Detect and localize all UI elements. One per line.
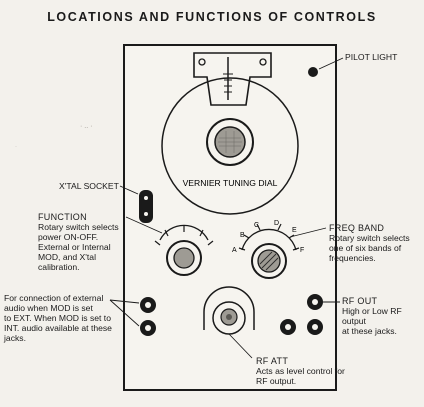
rf-out-heading: RF OUT — [342, 296, 378, 306]
pilot-light-label: PILOT LIGHT — [345, 52, 397, 62]
freq-band-label: FREQ BAND Rotary switch selects one of s… — [329, 223, 410, 263]
band-letter-a: A — [232, 247, 237, 254]
ext-audio-desc-line: jacks. — [4, 333, 26, 343]
freq-band-knob — [238, 223, 300, 279]
band-letter-c: C — [254, 222, 259, 229]
rf-att-label: RF ATT Acts as level control for RF outp… — [256, 356, 345, 386]
ext-audio-desc-line: INT. audio available at these — [4, 323, 112, 333]
pilot-light — [308, 67, 318, 77]
freq-band-heading: FREQ BAND — [329, 223, 385, 233]
freq-band-desc-line: Rotary switch selects — [329, 233, 410, 243]
freq-band-desc-line: frequencies. — [329, 253, 376, 263]
function-desc-line: calibration. — [38, 262, 80, 272]
svg-text:·: · — [15, 144, 17, 150]
rf-out-jack-bottom-right — [307, 319, 323, 335]
xtal-socket — [139, 190, 153, 223]
ext-audio-desc-line: to EXT. When MOD is set to — [4, 313, 111, 323]
rf-att-desc-line: Acts as level control for — [256, 366, 345, 376]
vernier-label: VERNIER TUNING DIAL — [183, 178, 278, 188]
dial-window — [193, 52, 272, 106]
function-desc-line: External or Internal — [38, 242, 111, 252]
ext-audio-label: For connection of external audio when MO… — [4, 293, 112, 343]
rf-att-desc-line: RF output. — [256, 376, 297, 386]
freq-band-desc-line: one of six bands of — [329, 243, 402, 253]
vernier-dial — [161, 77, 299, 215]
ext-audio-desc-line: For connection of external — [4, 293, 104, 303]
audio-jack-bottom — [140, 320, 156, 336]
page-title: LOCATIONS AND FUNCTIONS OF CONTROLS — [47, 10, 377, 24]
band-letter-d: D — [274, 220, 279, 227]
pilot-light-text: PILOT LIGHT — [345, 52, 398, 62]
function-label: FUNCTION Rotary switch selects power ON-… — [38, 212, 119, 272]
function-desc-line: MOD, and X'tal — [38, 252, 96, 262]
function-desc-line: Rotary switch selects — [38, 222, 119, 232]
band-letter-e: E — [292, 227, 297, 234]
function-heading: FUNCTION — [38, 212, 87, 222]
xtal-socket-label: X'TAL SOCKET — [59, 181, 119, 191]
band-letter-b: B — [240, 232, 245, 239]
function-knob — [154, 224, 214, 276]
rf-att-heading: RF ATT — [256, 356, 289, 366]
rf-out-desc-line: High or Low RF output — [342, 306, 402, 326]
xtal-socket-text: X'TAL SOCKET — [59, 181, 119, 191]
rf-out-desc-line: at these jacks. — [342, 326, 397, 336]
svg-text:· .. ·: · .. · — [80, 123, 92, 130]
rf-out-jack-top — [307, 294, 323, 310]
ext-audio-desc-line: audio when MOD is set — [4, 303, 93, 313]
rf-out-label: RF OUT High or Low RF output at these ja… — [342, 296, 424, 336]
band-letter-f: F — [300, 247, 304, 254]
rf-out-jack-bottom-left — [280, 319, 296, 335]
audio-jack-top — [140, 297, 156, 313]
function-desc-line: power ON-OFF. — [38, 232, 99, 242]
